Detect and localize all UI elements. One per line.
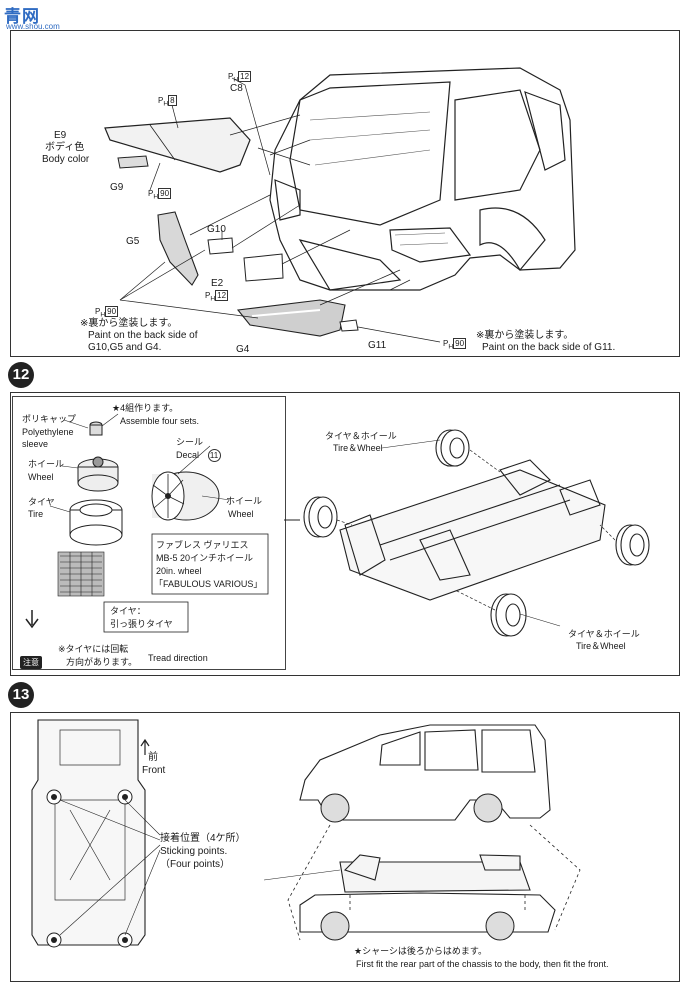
wheel-name-2: MB-5 20インチホイール: [156, 553, 254, 563]
step-12-number: 12: [8, 362, 34, 388]
tire-wheel-bot-en: Tire＆Wheel: [576, 641, 626, 651]
wheel2-jp: ホイール: [226, 496, 263, 506]
body-color-en: Body color: [42, 154, 90, 165]
site-url: www.shou.com: [6, 22, 60, 31]
tread-jp-1: ※タイヤには回転: [58, 644, 129, 654]
fit-instruction-jp: ★シャーシは後ろからはめます。: [354, 946, 487, 956]
wheel-name-3: 20in. wheel: [156, 566, 202, 576]
part-g9-label: G9: [110, 182, 124, 193]
decal-number: 11: [207, 449, 221, 462]
wheel-name-4: 「FABULOUS VARIOUS」: [154, 579, 263, 589]
wheel-jp: ホイール: [28, 459, 65, 469]
wheel-en: Wheel: [28, 472, 54, 482]
tire-en: Tire: [28, 509, 44, 519]
part-e2-label: E2: [211, 278, 224, 289]
note-back-paint-en-2: G10,G5 and G4.: [88, 342, 162, 353]
decal-en: Decal 11: [176, 449, 221, 462]
body-color-jp: ボディ色: [45, 142, 85, 153]
tire-jp: タイヤ: [28, 497, 55, 507]
assemble-jp: ★4組作ります。: [112, 403, 179, 413]
tire-wheel-bot-jp: タイヤ＆ホイール: [568, 629, 640, 639]
step-13-number: 13: [8, 682, 34, 708]
ph-number: 8: [168, 95, 177, 106]
sticking-points-en-1: Sticking points.: [160, 846, 228, 857]
decal-jp: シール: [176, 437, 204, 447]
tire-note-1: タイヤ：: [110, 606, 146, 616]
tread-jp-2: 方向があります。: [66, 657, 138, 667]
site-logo-text: 青网: [4, 7, 40, 26]
tread-en: Tread direction: [148, 653, 208, 663]
fit-instruction-en: First fit the rear part of the chassis t…: [356, 959, 609, 969]
ph-number: 90: [158, 188, 172, 199]
sticking-points-en-2: （Four points）: [160, 859, 231, 870]
wheel-name-jp: ファブレス ヴァリエス: [156, 540, 249, 550]
note-g11-jp: ※裏から塗装します。: [476, 330, 574, 341]
sticking-points-jp: 接着位置（4ケ所）: [160, 833, 246, 844]
caution-badge: 注意: [20, 652, 42, 670]
front-jp: 前: [148, 752, 158, 763]
note-back-paint-en-1: Paint on the back side of: [88, 330, 198, 341]
wheel2-en: Wheel: [228, 509, 254, 519]
ph-number: 90: [105, 306, 119, 317]
note-back-paint-jp: ※裏から塗装します。: [80, 318, 178, 329]
ph-number: 12: [238, 71, 252, 82]
site-logo: 青网: [4, 2, 40, 27]
polycap-jp: ポリキャップ: [22, 414, 77, 424]
tire-wheel-top-en: Tire＆Wheel: [333, 443, 383, 453]
part-e9-label: E9: [54, 130, 67, 141]
decal-en-text: Decal: [176, 450, 200, 460]
part-g5-label: G5: [126, 236, 140, 247]
part-c8-label: C8: [230, 83, 243, 94]
assemble-en: Assemble four sets.: [120, 416, 200, 426]
note-g11-en: Paint on the back side of G11.: [482, 342, 616, 353]
part-g10-label: G10: [207, 224, 226, 235]
part-g4-label: G4: [236, 344, 250, 355]
ph-number: 12: [215, 290, 229, 301]
ph-number: 90: [453, 338, 467, 349]
polycap-en-1: Polyethylene: [22, 427, 74, 437]
part-g11-label: G11: [368, 340, 387, 351]
polycap-en-2: sleeve: [22, 439, 49, 449]
tire-note-2: 引っ張りタイヤ: [110, 619, 173, 629]
front-en: Front: [142, 765, 166, 776]
caution-label: 注意: [20, 656, 42, 669]
step-11-panel: [10, 30, 680, 357]
tire-wheel-top-jp: タイヤ＆ホイール: [325, 431, 397, 441]
